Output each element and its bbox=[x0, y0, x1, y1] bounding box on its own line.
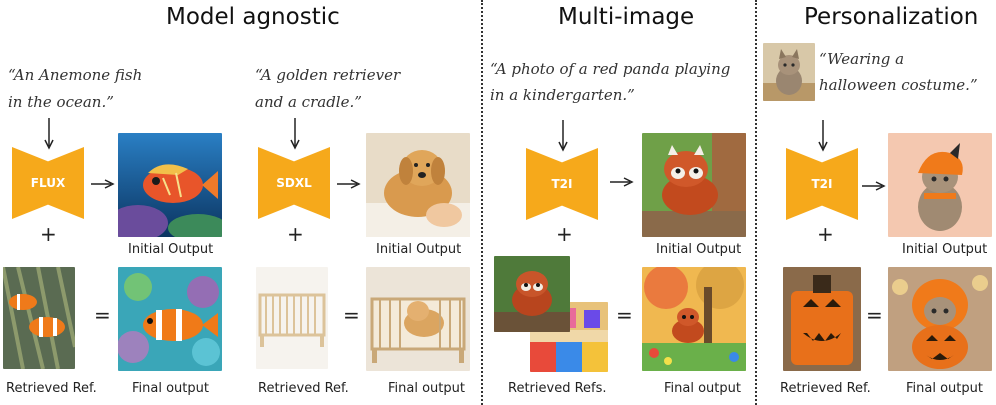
cat-pumpkin-costume-final-image bbox=[888, 267, 992, 371]
plus-symbol: + bbox=[817, 222, 834, 246]
plus-symbol: + bbox=[287, 222, 304, 246]
cat-input-photo bbox=[763, 43, 815, 101]
retrieved-ref-caption: Retrieved Ref. bbox=[6, 381, 97, 396]
cat-halloween-initial-image bbox=[888, 133, 992, 237]
initial-output-caption: Initial Output bbox=[902, 242, 988, 257]
red-panda-reference-image bbox=[494, 256, 570, 332]
section-title-multi-image: Multi-image bbox=[558, 4, 695, 30]
plus-symbol: + bbox=[556, 222, 573, 246]
equals-symbol: = bbox=[616, 303, 633, 327]
pumpkin-costume-reference-image bbox=[783, 267, 861, 371]
down-arrow-icon bbox=[818, 120, 828, 152]
section-divider bbox=[481, 0, 483, 405]
down-arrow-icon bbox=[44, 118, 54, 150]
plus-symbol: + bbox=[40, 222, 57, 246]
section-divider bbox=[755, 0, 757, 405]
prompt-line: and a cradle.” bbox=[255, 93, 362, 111]
clownfish-final-image bbox=[118, 267, 222, 371]
model-block-sdxl: SDXL bbox=[258, 147, 330, 219]
initial-output-caption: Initial Output bbox=[128, 242, 214, 257]
final-output-caption: Final output bbox=[906, 381, 983, 396]
retrieved-ref-caption: Retrieved Ref. bbox=[780, 381, 871, 396]
right-arrow-icon bbox=[337, 179, 361, 189]
initial-output-caption: Initial Output bbox=[656, 242, 742, 257]
retriever-in-cradle-final-image bbox=[366, 267, 470, 371]
prompt-line: halloween costume.” bbox=[819, 76, 978, 94]
prompt-line: “A photo of a red panda playing bbox=[490, 60, 731, 78]
prompt-line: “An Anemone fish bbox=[8, 66, 143, 84]
equals-symbol: = bbox=[343, 303, 360, 327]
model-block-t2i: T2I bbox=[526, 148, 598, 220]
section-title-personalization: Personalization bbox=[804, 4, 979, 30]
initial-output-caption: Initial Output bbox=[376, 242, 462, 257]
right-arrow-icon bbox=[862, 181, 886, 191]
golden-retriever-initial-image bbox=[366, 133, 470, 237]
final-output-caption: Final output bbox=[388, 381, 465, 396]
prompt-line: “A golden retriever bbox=[255, 66, 401, 84]
right-arrow-icon bbox=[610, 177, 634, 187]
right-arrow-icon bbox=[91, 179, 115, 189]
retrieved-ref-caption: Retrieved Ref. bbox=[258, 381, 349, 396]
equals-symbol: = bbox=[866, 303, 883, 327]
red-panda-initial-image bbox=[642, 133, 746, 237]
prompt-line: in the ocean.” bbox=[8, 93, 114, 111]
anemone-fish-initial-image bbox=[118, 133, 222, 237]
section-title-model-agnostic: Model agnostic bbox=[166, 4, 340, 30]
model-block-flux: FLUX bbox=[12, 147, 84, 219]
down-arrow-icon bbox=[290, 118, 300, 150]
down-arrow-icon bbox=[558, 120, 568, 152]
final-output-caption: Final output bbox=[664, 381, 741, 396]
red-panda-kindergarten-final-image bbox=[642, 267, 746, 371]
equals-symbol: = bbox=[94, 303, 111, 327]
model-block-t2i-personalization: T2I bbox=[786, 148, 858, 220]
prompt-line: “Wearing a bbox=[819, 50, 905, 68]
final-output-caption: Final output bbox=[132, 381, 209, 396]
clownfish-reference-image bbox=[3, 267, 75, 369]
cradle-reference-image bbox=[256, 267, 328, 369]
retrieved-refs-caption: Retrieved Refs. bbox=[508, 381, 607, 396]
prompt-line: in a kindergarten.” bbox=[490, 86, 635, 104]
